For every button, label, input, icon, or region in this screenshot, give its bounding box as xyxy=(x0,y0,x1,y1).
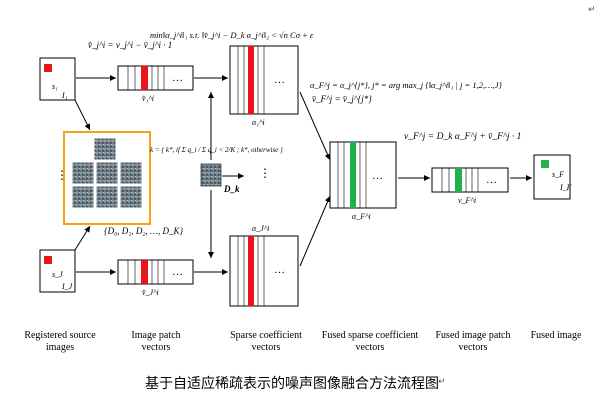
ellipsis-top-matrix: … xyxy=(274,74,285,86)
sparse-coef-matrix-top xyxy=(229,45,299,115)
fused-patch-vector xyxy=(431,167,509,193)
sparse-coef-top-label: α₁^i xyxy=(252,118,265,127)
ellipsis-bottom-matrix: … xyxy=(274,264,285,276)
flow-arrows xyxy=(74,75,532,275)
patch-vector-top-label: v̂₁^i xyxy=(142,94,154,103)
patch-vector-bottom-label: v̂_J^i xyxy=(142,288,159,297)
dictionary-set-label: {D₀, D₁, D₂, …, D_K} xyxy=(104,226,184,236)
fused-image-label: I_F xyxy=(560,183,572,192)
label-sparse-coefficient-vectors: Sparse coefficient vectors xyxy=(230,330,302,353)
label-fused-image-patch-vectors: Fused image patch vectors xyxy=(435,330,511,353)
dictionary-panel xyxy=(63,131,151,225)
ellipsis-fused-vector: … xyxy=(486,174,497,186)
source-j-image-label: I_J xyxy=(62,282,73,291)
selected-dictionary-label: D_k xyxy=(224,184,240,194)
ellipsis-top-vector: … xyxy=(172,72,183,84)
vertical-ellipsis-middle: ⋮ xyxy=(259,166,271,180)
patch-marker-red xyxy=(44,64,52,72)
patch-marker-red xyxy=(44,256,52,264)
paragraph-mark-icon: ↵ xyxy=(438,377,446,387)
ellipsis-bottom-vector: … xyxy=(172,266,183,278)
source-1-symbol: s₁ xyxy=(52,82,58,91)
selection-rule-formula: α_F^j = α_j^{j*}, j* = arg max_j {‖α_j^i… xyxy=(310,80,502,90)
sparse-coef-bottom-label: α_J^i xyxy=(252,224,270,233)
label-fused-image: Fused image xyxy=(530,330,582,341)
fused-coef-matrix xyxy=(329,141,397,209)
sparse-coding-formula: min‖α_j^i‖₁ s.t. ‖v̂_j^i − D_k α_j^i‖₂ <… xyxy=(150,30,314,40)
patch-marker-green xyxy=(541,160,549,168)
source-image-1 xyxy=(39,57,76,101)
sparse-coef-matrix-bottom xyxy=(229,235,299,307)
fused-coef-label: α_F^i xyxy=(352,212,371,221)
patch-vector-top xyxy=(117,65,194,91)
source-1-image-label: I₁ xyxy=(62,91,68,100)
figure-caption: 基于自适应稀疏表示的噪声图像融合方法流程图 xyxy=(145,376,439,392)
vertical-ellipsis-left: ⋮ xyxy=(56,168,68,182)
label-fused-sparse-coefficient-vectors: Fused sparse coefficient vectors xyxy=(321,330,419,353)
source-j-symbol: s_J xyxy=(52,270,63,279)
selected-dictionary xyxy=(200,163,222,187)
dictionary-selection-rule: k = { k*, if Σ q_i / Σ q_i < 2/K ; k*, o… xyxy=(150,146,283,154)
reconstruction-formula: v_F^j = D_k α_F^j + v̄_F^j · 1 xyxy=(404,132,522,142)
mean-selection-formula: v̄_F^j = v̄_j^{j*} xyxy=(312,94,372,104)
paragraph-mark-icon: ↵ xyxy=(588,5,596,15)
source-image-j xyxy=(39,249,76,293)
patch-centering-formula: v̂_j^i = v_j^i − v̄_j^i · 1 xyxy=(88,40,173,50)
fused-image xyxy=(533,154,571,200)
fused-vector-label: v_F^i xyxy=(458,196,477,205)
label-image-patch-vectors: Image patch vectors xyxy=(131,330,181,353)
fused-symbol: s_F xyxy=(552,170,564,179)
patch-vector-bottom xyxy=(117,259,194,285)
label-registered-source-images: Registered source images xyxy=(24,330,96,353)
ellipsis-fused-matrix: … xyxy=(372,170,383,182)
